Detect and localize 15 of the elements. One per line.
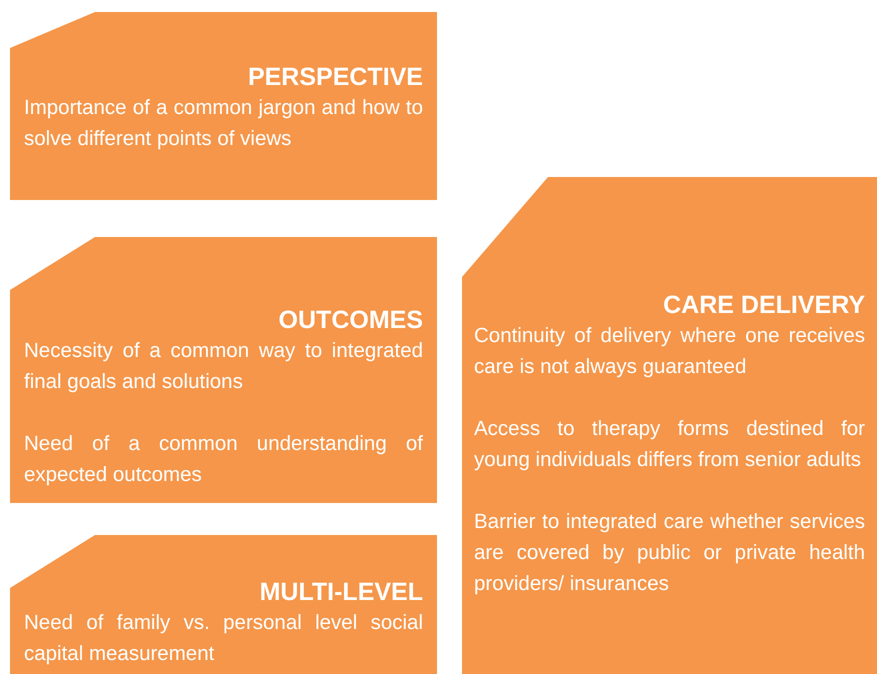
section-card: [462, 177, 877, 674]
section-heading: MULTI-LEVEL: [258, 577, 423, 607]
body-text: Necessity of a common way to integrated final goals and solutions: [24, 338, 423, 395]
body-text: Importance of a common jargon and how to solve different points of views: [24, 95, 423, 152]
body-text: Need of a common understanding of expected outcomes: [24, 431, 423, 488]
body-text: Need of family vs. personal level social capital measurement: [24, 610, 423, 667]
body-text: Access to therapy forms destined for young individuals differs from senior adults: [474, 416, 865, 473]
section-card: [10, 12, 437, 200]
section-card: [10, 535, 437, 674]
section-heading: OUTCOMES: [278, 305, 423, 335]
body-text: Continuity of delivery where one receives care is not always guaranteed: [474, 323, 865, 380]
section-card: [10, 237, 437, 503]
section-heading: CARE DELIVERY: [662, 290, 865, 320]
body-text: Barrier to integrated care whether services are covered by public or private health providers/ insurances: [474, 509, 865, 597]
section-heading: PERSPECTIVE: [246, 62, 423, 92]
